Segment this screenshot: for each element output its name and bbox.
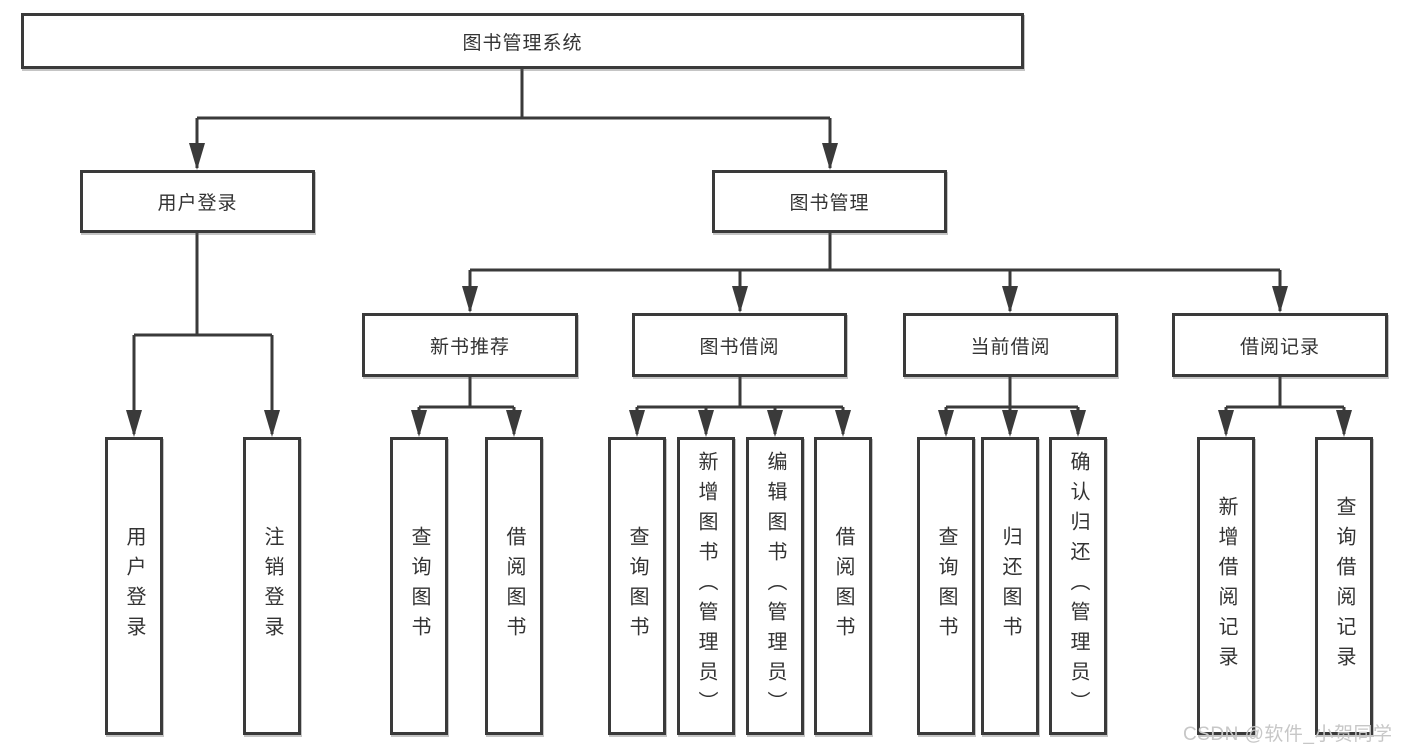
node-root-label: 图书管理系统	[462, 32, 583, 54]
arrow-down-icon	[822, 143, 838, 170]
arrow-down-icon	[629, 410, 645, 437]
leaf-borrow-book-2-label: 借阅图书	[832, 526, 854, 646]
arrow-down-icon	[189, 143, 205, 170]
connector-book-mgmt-split	[468, 233, 1282, 311]
arrow-down-icon	[1070, 410, 1086, 437]
node-book-borrow-label: 图书借阅	[699, 336, 780, 358]
leaf-query-book-3: 查询图书	[917, 437, 975, 735]
leaf-user-login: 用户登录	[105, 437, 163, 735]
connector-record-split	[1224, 377, 1346, 434]
arrow-down-icon	[1336, 410, 1352, 437]
connector-paths	[132, 69, 1346, 434]
leaf-borrow-book-1-label: 借阅图书	[503, 526, 525, 646]
leaf-edit-book-admin: 编辑图书（管理员）	[746, 437, 804, 735]
arrow-down-icon	[1218, 410, 1234, 437]
watermark: CSDN @软件_小贺同学	[1183, 724, 1393, 745]
leaf-query-book-2: 查询图书	[608, 437, 666, 735]
leaf-add-borrow-record: 新增借阅记录	[1197, 437, 1255, 735]
leaf-borrow-book-1: 借阅图书	[485, 437, 543, 735]
arrow-down-icon	[1002, 286, 1018, 313]
connector-root-split	[195, 69, 832, 168]
leaf-confirm-return-admin: 确认归还（管理员）	[1049, 437, 1107, 735]
arrow-down-icon	[411, 410, 427, 437]
connector-borrow-split	[635, 377, 845, 434]
arrow-down-icon	[835, 410, 851, 437]
node-book-management: 图书管理	[712, 170, 947, 233]
arrow-down-icon	[938, 410, 954, 437]
leaf-edit-book-admin-label: 编辑图书（管理员）	[764, 451, 786, 721]
leaf-logout: 注销登录	[243, 437, 301, 735]
node-borrow-record-label: 借阅记录	[1239, 336, 1320, 358]
connector-new-book-split	[417, 377, 516, 434]
node-book-management-label: 图书管理	[789, 193, 870, 214]
leaf-query-book-2-label: 查询图书	[626, 526, 648, 646]
leaf-user-login-label: 用户登录	[123, 526, 145, 646]
node-new-book-recommend-label: 新书推荐	[429, 336, 510, 358]
leaf-confirm-return-admin-label: 确认归还（管理员）	[1067, 451, 1089, 721]
leaf-query-book-3-label: 查询图书	[935, 526, 957, 646]
node-book-borrow: 图书借阅	[632, 313, 847, 377]
leaf-add-borrow-record-label: 新增借阅记录	[1215, 496, 1237, 676]
leaf-return-book: 归还图书	[981, 437, 1039, 735]
leaf-borrow-book-2: 借阅图书	[814, 437, 872, 735]
node-current-borrow-label: 当前借阅	[970, 336, 1051, 358]
arrow-down-icon	[767, 410, 783, 437]
leaf-add-book-admin-label: 新增图书（管理员）	[695, 451, 717, 721]
arrow-down-icon	[732, 286, 748, 313]
node-user-login-label: 用户登录	[157, 193, 238, 214]
leaf-query-borrow-record-label: 查询借阅记录	[1333, 496, 1355, 676]
arrow-down-icon	[462, 286, 478, 313]
node-new-book-recommend: 新书推荐	[362, 313, 578, 377]
node-borrow-record: 借阅记录	[1172, 313, 1388, 377]
connector-user-login-split	[132, 233, 274, 434]
leaf-query-borrow-record: 查询借阅记录	[1315, 437, 1373, 735]
node-user-login: 用户登录	[80, 170, 315, 233]
arrow-down-icon	[506, 410, 522, 437]
leaf-logout-label: 注销登录	[261, 526, 283, 646]
arrow-down-icon	[1002, 410, 1018, 437]
leaf-query-book-1: 查询图书	[390, 437, 448, 735]
arrow-down-icon	[126, 410, 142, 437]
leaf-return-book-label: 归还图书	[999, 526, 1021, 646]
leaf-add-book-admin: 新增图书（管理员）	[677, 437, 735, 735]
leaf-query-book-1-label: 查询图书	[408, 526, 430, 646]
arrow-down-icon	[698, 410, 714, 437]
node-current-borrow: 当前借阅	[903, 313, 1118, 377]
node-root: 图书管理系统	[21, 13, 1024, 69]
arrow-down-icon	[1272, 286, 1288, 313]
arrow-down-icon	[264, 410, 280, 437]
